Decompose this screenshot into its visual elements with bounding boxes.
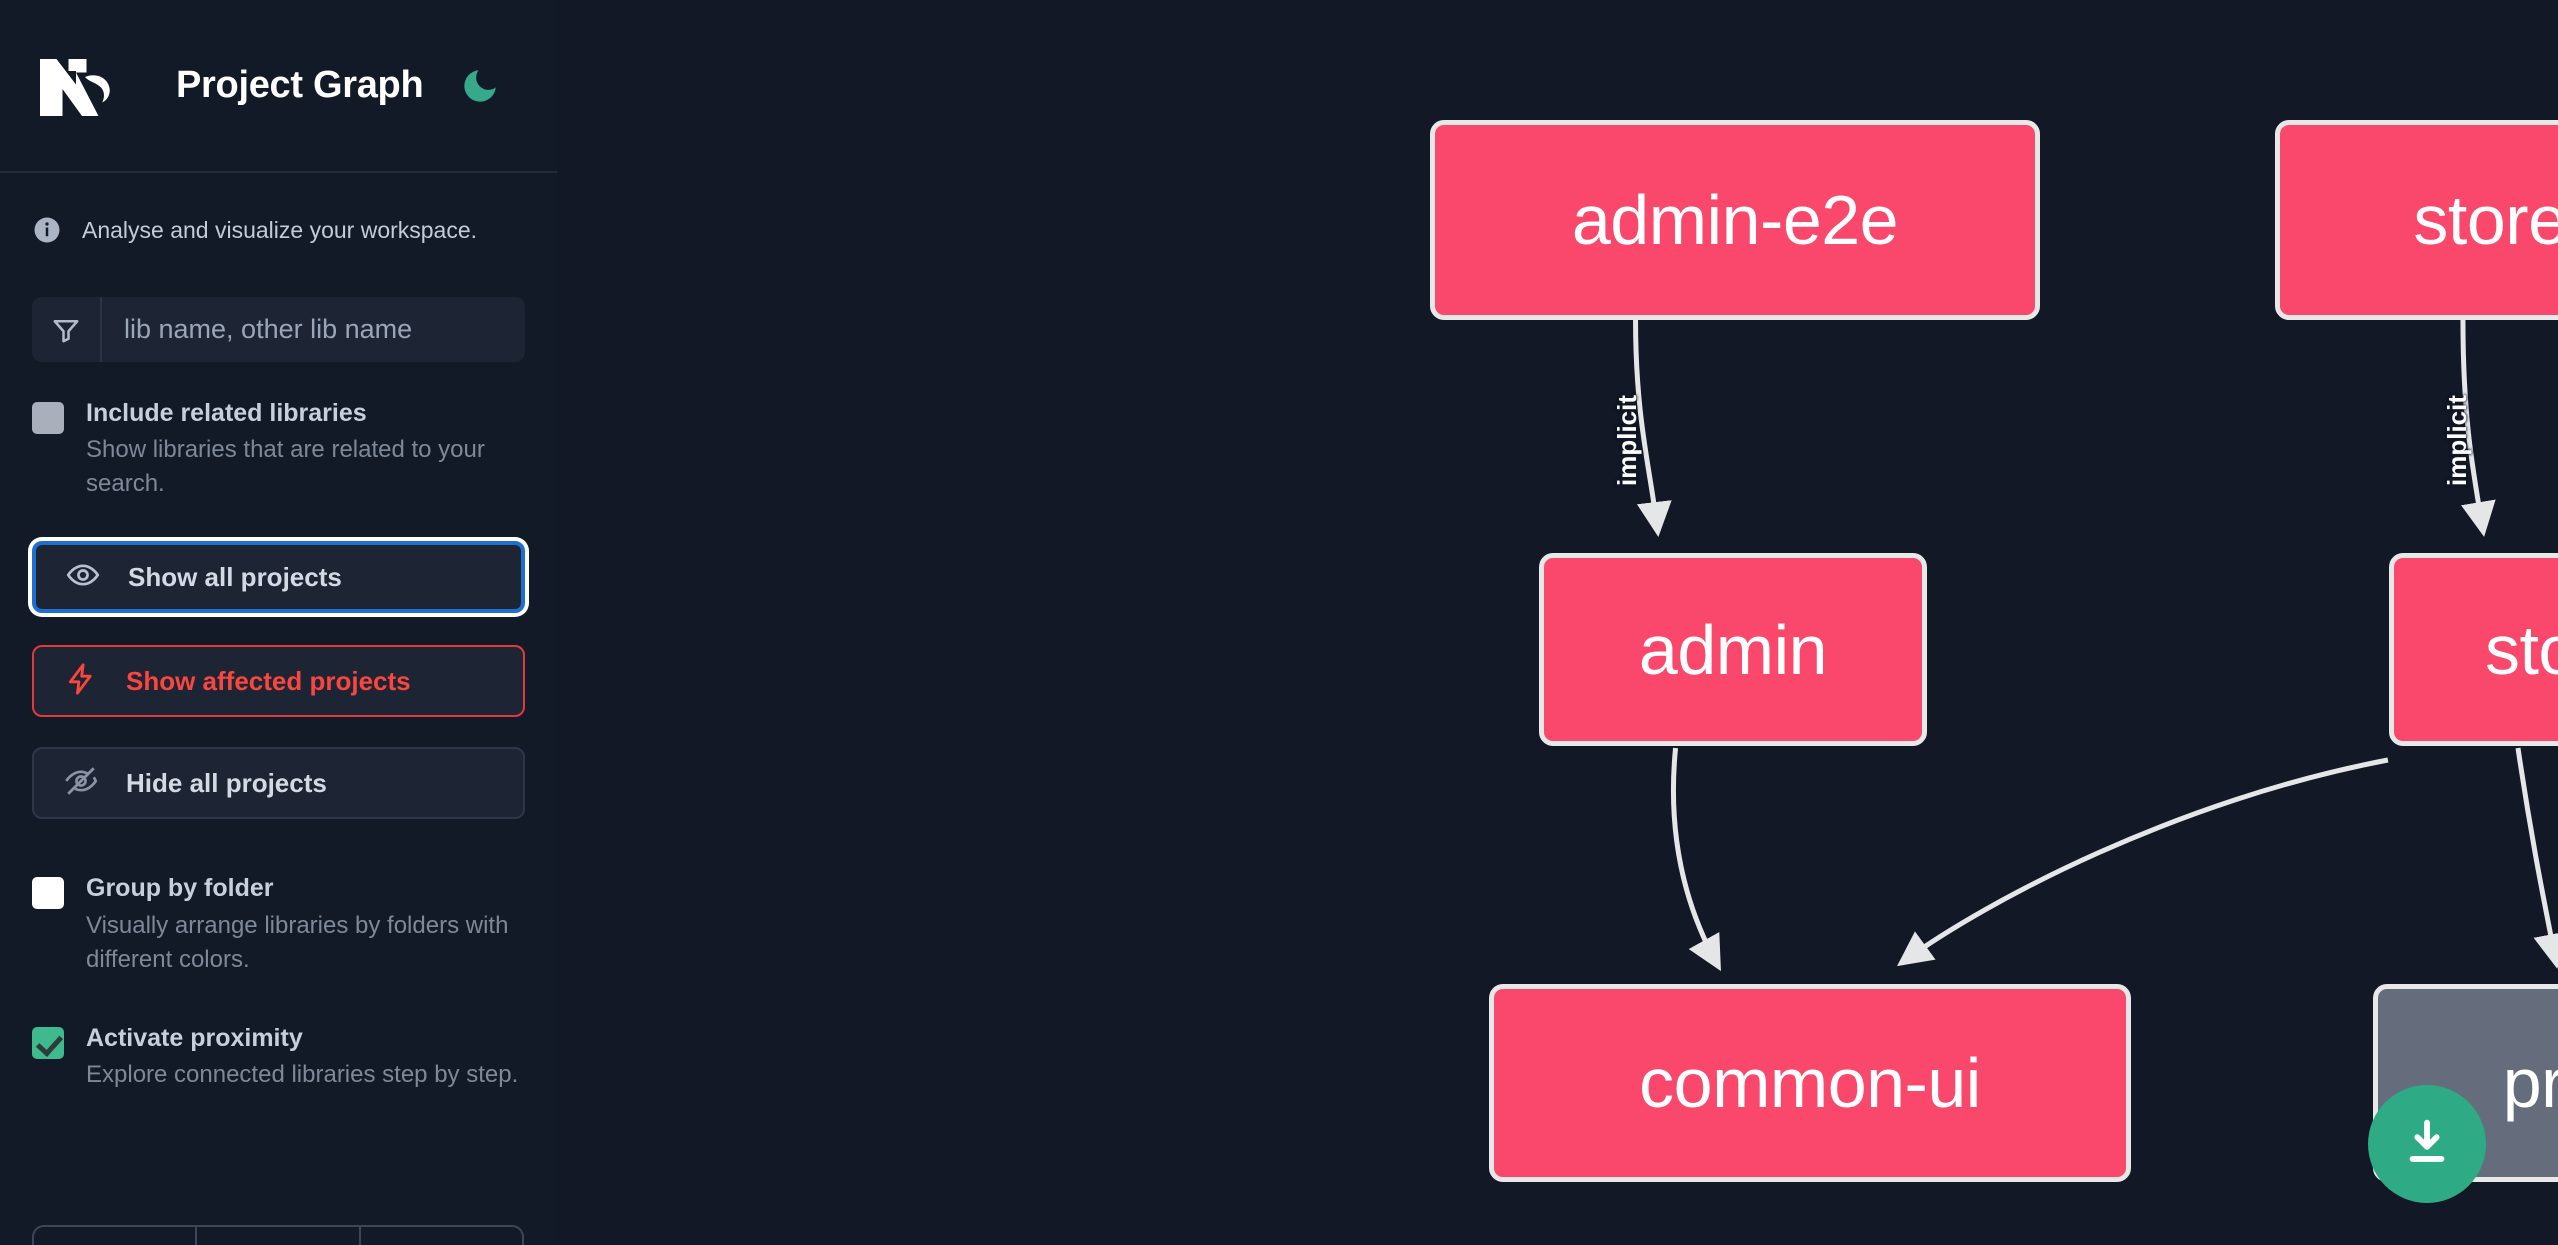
node-label: common-ui xyxy=(1639,1044,1981,1122)
filter-search[interactable] xyxy=(32,297,525,362)
info-circle-icon xyxy=(32,215,62,245)
show-all-projects-button[interactable]: Show all projects xyxy=(32,541,525,614)
group-by-folder-row[interactable]: Group by folder Visually arrange librari… xyxy=(32,873,525,976)
hide-all-projects-label: Hide all projects xyxy=(126,767,327,798)
include-related-libraries-checkbox[interactable] xyxy=(32,402,64,434)
sidebar-header: Project Graph xyxy=(0,0,557,173)
activate-proximity-description: Explore connected libraries step by step… xyxy=(86,1061,519,1089)
node-label: admin-e2e xyxy=(1571,181,1899,259)
page-title: Project Graph xyxy=(176,64,424,106)
group-by-folder-label: Group by folder xyxy=(86,874,274,903)
eye-off-icon xyxy=(64,764,98,803)
display-options-group: Group by folder Visually arrange librari… xyxy=(32,873,525,1092)
graph-node-store-e2e[interactable]: store-e2e xyxy=(2275,120,2558,320)
edge-label-store-implicit: implicit xyxy=(2442,394,2473,487)
edge-store-to-common-ui xyxy=(1897,757,2389,967)
graph-node-admin-e2e[interactable]: admin-e2e xyxy=(1430,120,2040,320)
include-related-libraries-row[interactable]: Include related libraries Show libraries… xyxy=(32,398,525,501)
graph-node-admin[interactable]: admin xyxy=(1539,553,1927,746)
group-by-folder-checkbox[interactable] xyxy=(32,877,64,910)
search-input[interactable] xyxy=(102,297,525,362)
edge-label-admin-implicit: implicit xyxy=(1612,394,1643,487)
sidebar-body: Analyse and visualize your workspace. In… xyxy=(0,173,557,1245)
activate-proximity-label: Activate proximity xyxy=(86,1023,303,1052)
edge-admin-to-common-ui xyxy=(1670,747,1721,972)
nx-logo-icon xyxy=(34,50,130,122)
download-button[interactable] xyxy=(2368,1085,2486,1203)
edge-admin-e2e-to-admin xyxy=(1633,319,1672,537)
graph-edges xyxy=(1633,319,2558,972)
graph-node-store[interactable]: store xyxy=(2389,553,2558,746)
segmented-option-1[interactable] xyxy=(34,1227,198,1245)
include-related-libraries-label: Include related libraries xyxy=(86,399,367,427)
show-affected-projects-button[interactable]: Show affected projects xyxy=(32,645,525,718)
lightning-bolt-icon xyxy=(64,662,98,701)
sidebar: Project Graph Analyse and visualize your… xyxy=(0,0,557,1245)
show-all-projects-label: Show all projects xyxy=(128,561,342,592)
project-graph-canvas[interactable]: admin-e2e store-e2e admin store common-u… xyxy=(557,0,2558,1245)
info-text: Analyse and visualize your workspace. xyxy=(82,216,478,243)
segmented-option-3[interactable] xyxy=(361,1227,522,1245)
eye-icon xyxy=(66,558,100,597)
group-by-folder-description: Visually arrange libraries by folders wi… xyxy=(86,911,509,973)
show-affected-projects-label: Show affected projects xyxy=(126,665,411,696)
download-icon xyxy=(2398,1113,2456,1176)
hide-all-projects-button[interactable]: Hide all projects xyxy=(32,747,525,820)
include-related-libraries-description: Show libraries that are related to your … xyxy=(86,436,485,498)
node-label: admin xyxy=(1638,610,1828,689)
segmented-control[interactable] xyxy=(32,1225,524,1245)
node-label: store xyxy=(2484,610,2558,689)
graph-node-common-ui[interactable]: common-ui xyxy=(1489,984,2131,1182)
edge-store-to-products xyxy=(2515,747,2558,969)
funnel-filter-icon xyxy=(32,297,102,362)
info-banner: Analyse and visualize your workspace. xyxy=(32,173,525,245)
segmented-option-2[interactable] xyxy=(197,1227,361,1245)
moon-icon[interactable] xyxy=(457,63,503,109)
activate-proximity-checkbox[interactable] xyxy=(32,1026,64,1059)
node-label: store-e2e xyxy=(2413,181,2558,259)
edge-store-e2e-to-store xyxy=(2460,319,2496,537)
node-label: products xyxy=(2502,1044,2558,1122)
activate-proximity-row[interactable]: Activate proximity Explore connected lib… xyxy=(32,1023,525,1092)
